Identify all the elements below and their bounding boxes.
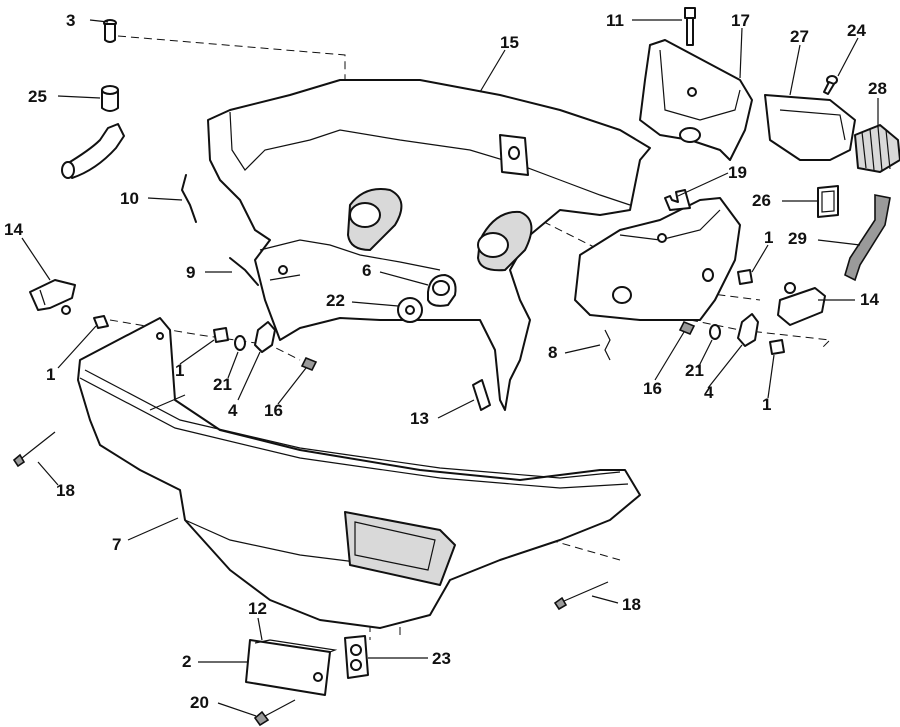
callout-29: 29 <box>788 229 807 248</box>
cover-plate <box>245 639 338 696</box>
plug-22 <box>397 297 423 323</box>
callout-26: 26 <box>752 191 771 210</box>
wire-8 <box>604 329 611 361</box>
callout-1-right-b: 1 <box>762 395 771 414</box>
callout-27: 27 <box>790 27 809 46</box>
callout-4-left: 4 <box>228 401 238 420</box>
washers <box>234 324 721 351</box>
callout-1-left-b: 1 <box>175 361 184 380</box>
callout-14-right: 14 <box>860 290 879 309</box>
callout-21-left: 21 <box>213 375 232 394</box>
cover-bracket <box>639 39 753 161</box>
leader-lines <box>21 19 879 717</box>
lower-cowl <box>77 317 641 629</box>
clip-13 <box>472 379 491 411</box>
callout-20: 20 <box>190 693 209 712</box>
callout-25: 25 <box>28 87 47 106</box>
callout-2: 2 <box>182 652 191 671</box>
callout-13: 13 <box>410 409 429 428</box>
callout-16-left: 16 <box>264 401 283 420</box>
screws-16 <box>300 320 696 372</box>
air-duct <box>764 94 856 161</box>
bolt-11 <box>684 7 696 46</box>
bolts-18 <box>12 431 609 611</box>
screw-24 <box>823 75 838 95</box>
sleeve-25 <box>101 85 119 112</box>
latch-lever-right <box>777 282 826 326</box>
callout-8: 8 <box>548 343 557 362</box>
callout-9: 9 <box>186 263 195 282</box>
callout-11: 11 <box>606 11 624 30</box>
callout-28: 28 <box>868 79 887 98</box>
j-clip <box>664 189 691 211</box>
callout-3: 3 <box>66 11 75 30</box>
retainer-23 <box>344 635 369 679</box>
callout-12: 12 <box>248 599 267 618</box>
callout-18-left: 18 <box>56 481 75 500</box>
callout-17: 17 <box>731 11 750 30</box>
callout-labels: 3 25 10 14 9 1 1 21 4 16 18 7 15 11 17 2… <box>4 11 887 712</box>
callout-14-left: 14 <box>4 220 23 239</box>
rubber-boot <box>854 124 900 173</box>
callout-24: 24 <box>847 21 866 40</box>
latch-lever-left <box>29 279 76 315</box>
rear-bracket <box>574 197 741 321</box>
callout-7: 7 <box>112 535 121 554</box>
pin-3 <box>103 19 117 43</box>
gasket <box>817 185 839 218</box>
wire-10 <box>181 174 197 223</box>
callout-18-right: 18 <box>622 595 641 614</box>
bushings <box>93 269 785 355</box>
upper-cowl <box>207 79 651 411</box>
callout-1-left-a: 1 <box>46 365 55 384</box>
hose <box>61 123 125 179</box>
callout-15: 15 <box>500 33 519 52</box>
latch-plates <box>254 313 759 353</box>
callout-22: 22 <box>326 291 345 310</box>
spring-coil <box>844 194 891 282</box>
grommet-6 <box>427 274 457 307</box>
wire-9 <box>229 257 259 286</box>
callout-16-right: 16 <box>643 379 662 398</box>
callout-21-right: 21 <box>685 361 704 380</box>
screw-20 <box>253 699 296 727</box>
callout-1-right-a: 1 <box>764 228 773 247</box>
callout-23: 23 <box>432 649 451 668</box>
callout-10: 10 <box>120 189 139 208</box>
callout-6: 6 <box>362 261 371 280</box>
callout-19: 19 <box>728 163 747 182</box>
callout-4-right: 4 <box>704 383 714 402</box>
